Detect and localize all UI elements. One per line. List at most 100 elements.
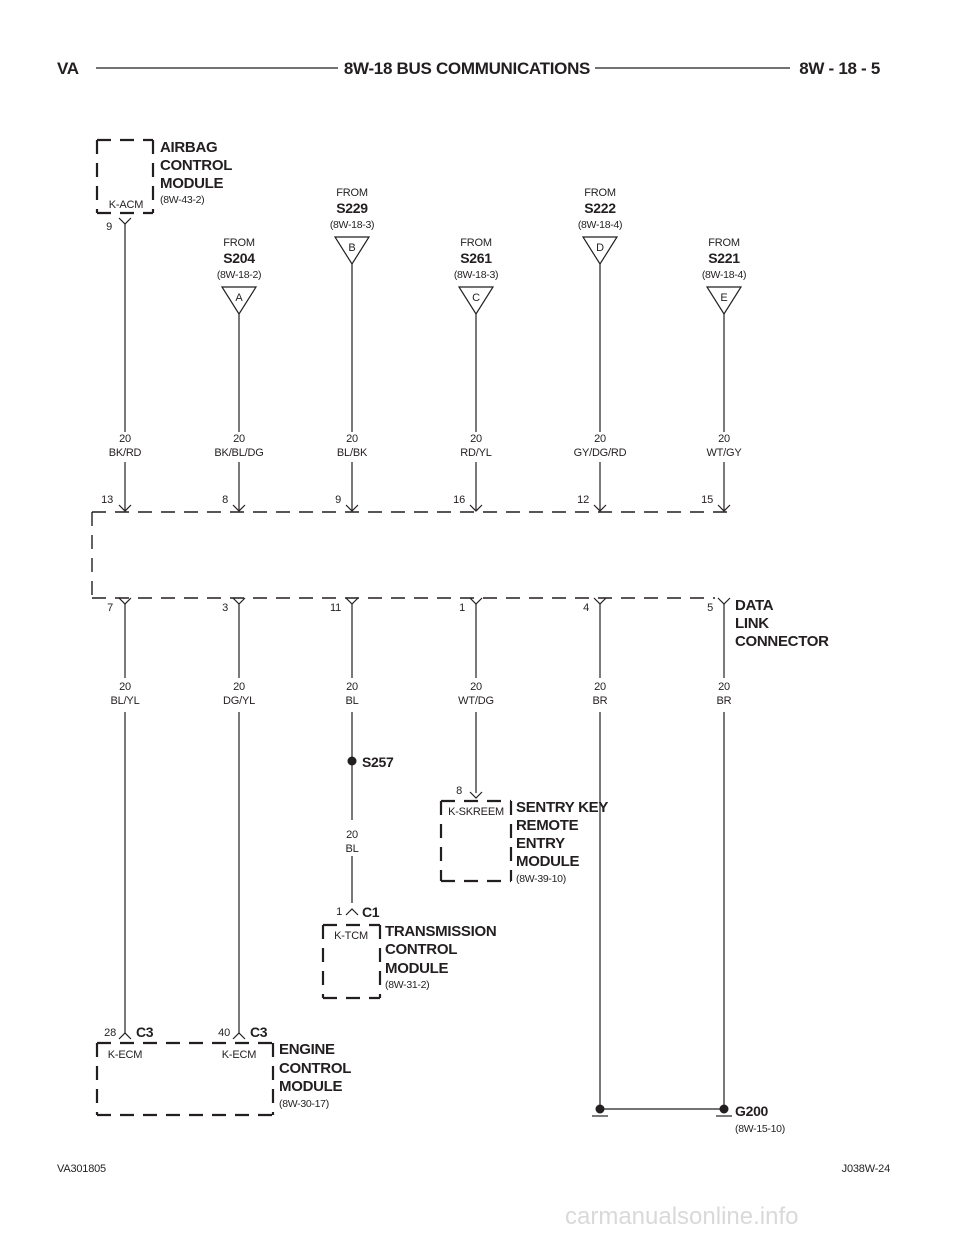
splice-s257: S257 20 BL bbox=[345, 754, 394, 855]
upper-wires: 20 BK/RD 20 BK/BL/DG 20 BL/BK 20 RD/YL 2… bbox=[101, 224, 743, 512]
pin-number: 1 bbox=[459, 602, 465, 614]
pin-number: 3 bbox=[222, 602, 228, 614]
lower-wires: 7 3 11 1 4 5 20 BL/YL 20 DG/YL 20 BL 20 … bbox=[107, 597, 732, 1108]
splice-ref-S221: (8W-18-4) bbox=[702, 269, 746, 281]
pin-terminal bbox=[345, 597, 359, 605]
splice-s257-name: S257 bbox=[362, 754, 394, 770]
splice-arrow-B bbox=[333, 236, 371, 266]
pin-number: 5 bbox=[707, 602, 713, 614]
from-splice-E: FROM S221 (8W-18-4) E bbox=[702, 237, 746, 316]
ecm-connector: K-ECM bbox=[222, 1049, 256, 1061]
pin-terminal bbox=[118, 504, 132, 512]
wire-color: BL bbox=[345, 695, 358, 707]
ecm-outline bbox=[95, 1041, 275, 1117]
transmission-control-module: 1 C1 K-TCM TRANSMISSION CONTROL MODULE (… bbox=[321, 904, 497, 1000]
airbag-module-ref: (8W-43-2) bbox=[160, 194, 204, 206]
wire-color: RD/YL bbox=[460, 447, 491, 459]
ground-g200: G200 (8W-15-10) bbox=[592, 1103, 785, 1135]
pin-terminal bbox=[593, 597, 607, 605]
wire-gauge: 20 bbox=[594, 681, 606, 693]
from-label-E: FROM bbox=[708, 237, 740, 249]
wire-gauge: 20 bbox=[119, 433, 131, 445]
from-label-D: FROM bbox=[584, 187, 616, 199]
ecm-name-1: ENGINE bbox=[279, 1041, 335, 1058]
from-label-C: FROM bbox=[460, 237, 492, 249]
tcm-ref: (8W-31-2) bbox=[385, 979, 429, 991]
from-splice-A: FROM S204 (8W-18-2) A bbox=[217, 237, 261, 316]
splice-letter-A: A bbox=[235, 292, 243, 304]
pin-terminal bbox=[593, 504, 607, 512]
wire-color: DG/YL bbox=[223, 695, 255, 707]
wire-gauge: 20 bbox=[470, 433, 482, 445]
pin-number: 11 bbox=[330, 602, 341, 614]
splice-letter-D: D bbox=[596, 242, 604, 254]
ground-ref: (8W-15-10) bbox=[735, 1123, 785, 1135]
wire-gauge: 20 bbox=[119, 681, 131, 693]
tcm-outline bbox=[321, 923, 382, 1000]
wire-gauge: 20 bbox=[470, 681, 482, 693]
skreem-name-4: MODULE bbox=[516, 853, 579, 870]
wire-color: BR bbox=[593, 695, 608, 707]
pin-terminal bbox=[469, 791, 483, 799]
wire-color: WT/GY bbox=[706, 447, 742, 459]
from-splice-D: FROM S222 (8W-18-4) D bbox=[578, 187, 622, 266]
airbag-module-outline bbox=[95, 138, 155, 215]
pin-number: 9 bbox=[335, 494, 341, 506]
pin-number: 8 bbox=[222, 494, 228, 506]
splice-arrow-C bbox=[457, 286, 495, 316]
sentry-key-remote-entry-module: 8 K-SKREEM SENTRY KEY REMOTE ENTRY MODUL… bbox=[439, 785, 609, 885]
wire-gauge: 20 bbox=[346, 433, 358, 445]
splice-letter-B: B bbox=[348, 242, 355, 254]
pin-terminal bbox=[345, 908, 359, 916]
pin-number: 12 bbox=[577, 494, 589, 506]
splice-arrow-E bbox=[705, 286, 743, 316]
pin-terminal bbox=[232, 504, 246, 512]
pin-number: 13 bbox=[101, 494, 113, 506]
from-label-A: FROM bbox=[223, 237, 255, 249]
pin-terminal bbox=[118, 597, 132, 605]
splice-letter-C: C bbox=[472, 292, 480, 304]
splice-name-S221: S221 bbox=[708, 250, 740, 266]
wire-gauge: 20 bbox=[718, 681, 730, 693]
data-link-connector: DATA LINK CONNECTOR bbox=[91, 511, 829, 650]
from-splice-B: FROM S229 (8W-18-3) B bbox=[330, 187, 374, 266]
wire-color: BK/BL/DG bbox=[214, 447, 263, 459]
skreem-connector: K-SKREEM bbox=[448, 806, 504, 818]
skreem-name-3: ENTRY bbox=[516, 835, 565, 852]
wire-gauge: 20 bbox=[718, 433, 730, 445]
airbag-control-module: AIRBAG CONTROL MODULE (8W-43-2) K-ACM 9 bbox=[95, 138, 232, 233]
wire-color: GY/DG/RD bbox=[574, 447, 627, 459]
wire-color: BK/RD bbox=[109, 447, 142, 459]
splice-name-S229: S229 bbox=[336, 200, 368, 216]
page-header: VA 8W-18 BUS COMMUNICATIONS 8W - 18 - 5 bbox=[57, 59, 880, 78]
wire-gauge: 20 bbox=[233, 681, 245, 693]
ground-name: G200 bbox=[735, 1103, 769, 1119]
splice-name-S222: S222 bbox=[584, 200, 616, 216]
airbag-module-name-2: CONTROL bbox=[160, 157, 232, 174]
tcm-pin: 1 bbox=[336, 906, 342, 918]
dlc-name-3: CONNECTOR bbox=[735, 633, 829, 650]
pin-terminal bbox=[345, 504, 359, 512]
pin-number: 16 bbox=[453, 494, 465, 506]
splice-ref-S204: (8W-18-2) bbox=[217, 269, 261, 281]
tcm-name-3: MODULE bbox=[385, 960, 448, 977]
splice-ref-S229: (8W-18-3) bbox=[330, 219, 374, 231]
pin-terminal bbox=[717, 504, 731, 512]
splice-ref-S222: (8W-18-4) bbox=[578, 219, 622, 231]
pin-terminal bbox=[232, 1032, 246, 1040]
engine-control-module: 28 C3 40 C3 K-ECM K-ECM ENGINE CONTROL M… bbox=[95, 1024, 351, 1117]
watermark: carmanualsonline.info bbox=[565, 1203, 799, 1230]
page-footer: VA301805 J038W-24 bbox=[57, 1163, 890, 1175]
splice-ref-S261: (8W-18-3) bbox=[454, 269, 498, 281]
ecm-connector-id: C3 bbox=[250, 1024, 268, 1040]
wire-color: WT/DG bbox=[458, 695, 494, 707]
tcm-name-2: CONTROL bbox=[385, 941, 457, 958]
splice-letter-E: E bbox=[720, 292, 727, 304]
ecm-pin: 28 bbox=[104, 1027, 116, 1039]
airbag-pin-terminal bbox=[118, 217, 132, 225]
tcm-name-1: TRANSMISSION bbox=[385, 923, 496, 940]
airbag-module-name-3: MODULE bbox=[160, 175, 223, 192]
pin-terminal bbox=[118, 1032, 132, 1040]
airbag-module-name-1: AIRBAG bbox=[160, 139, 217, 156]
splice-dot bbox=[347, 756, 357, 766]
